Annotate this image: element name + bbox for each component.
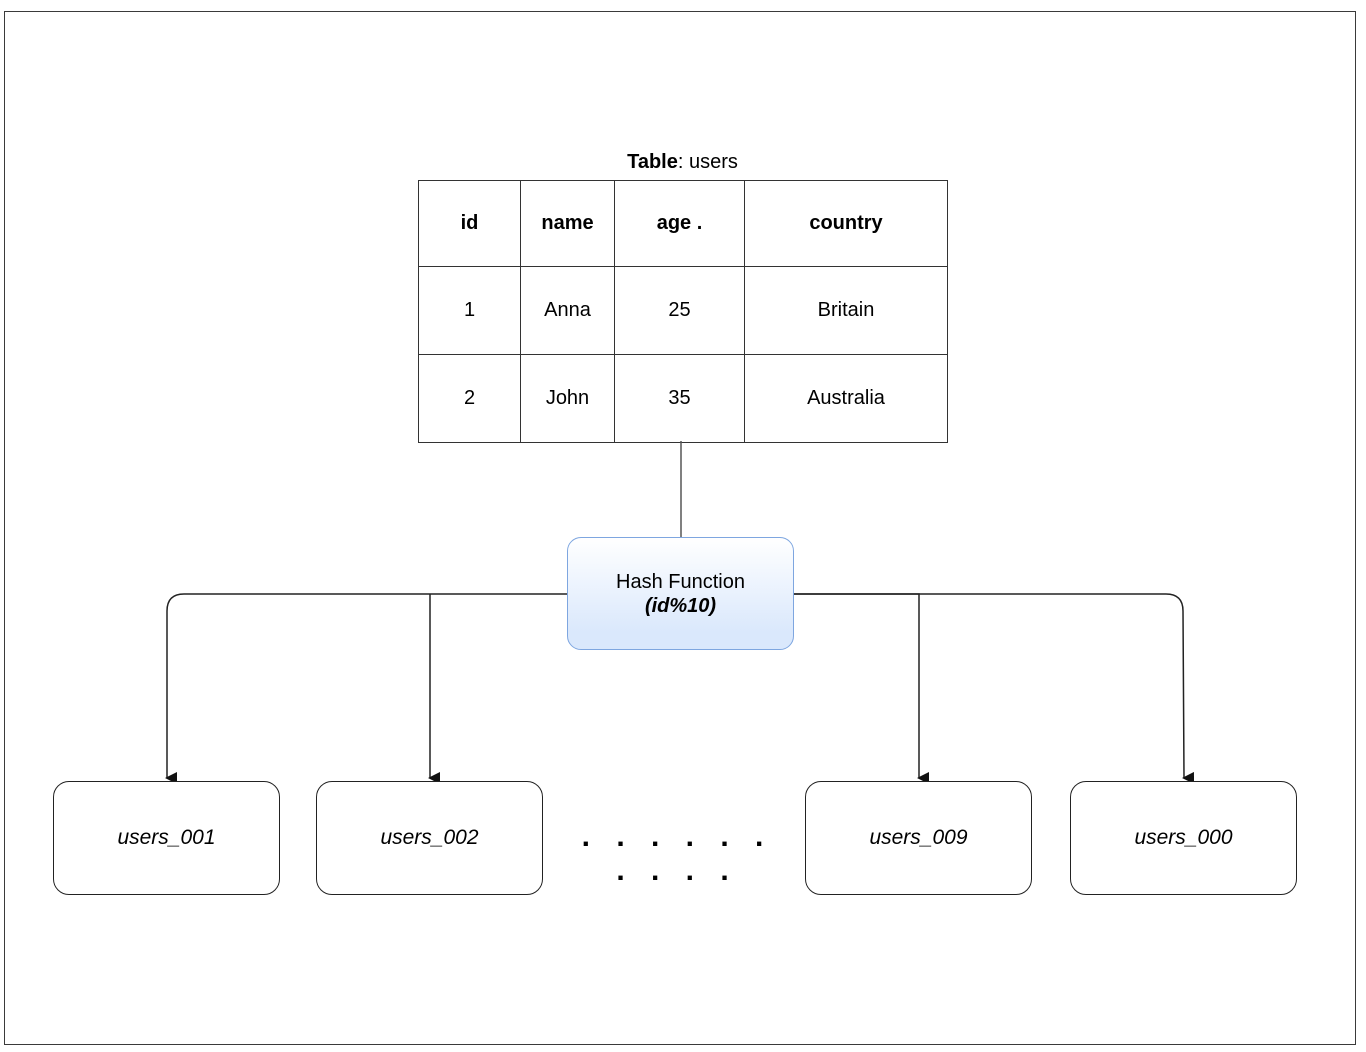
table-cell: John [520,354,615,443]
table-cell: 2 [418,354,521,443]
partition-users-009: users_009 [805,781,1032,895]
column-header-country: country [744,180,948,267]
table-caption-name: : users [677,151,738,173]
partition-ellipsis: . . . . . . . . . . [581,820,773,887]
partition-users-001: users_001 [53,781,280,895]
table-row: 2 John 35 Australia [418,354,948,443]
table-cell: Britain [744,266,948,355]
table-header-row: id name age . country [418,180,948,267]
table-cell: 35 [614,354,745,443]
hash-function-label: Hash Function [616,570,745,593]
users-table: id name age . country 1 Anna 25 Britain … [418,180,948,443]
table-cell: 1 [418,266,521,355]
hash-function-formula: (id%10) [644,594,717,617]
table-row: 1 Anna 25 Britain [418,266,948,355]
connector-to-users-009 [794,593,929,784]
table-caption: Table: users [418,150,947,174]
connector-to-users-000 [794,593,1195,784]
partition-users-002: users_002 [316,781,543,895]
diagram-frame [4,11,1356,1045]
table-caption-label: Table [627,151,678,173]
partition-users-000: users_000 [1070,781,1297,895]
table-cell: Australia [744,354,948,443]
connector-to-users-001 [165,593,567,784]
table-cell: Anna [520,266,615,355]
table-cell: 25 [614,266,745,355]
hash-function-node: Hash Function (id%10) [567,537,794,650]
